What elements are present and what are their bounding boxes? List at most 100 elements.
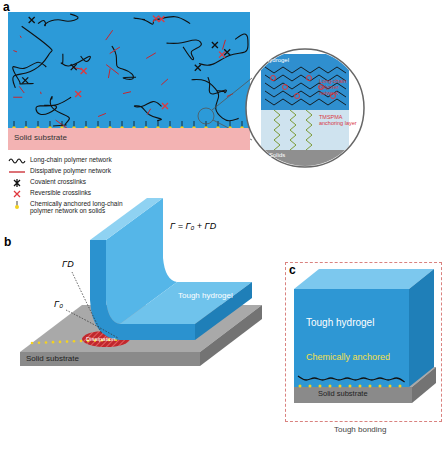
anchor-point xyxy=(359,385,362,388)
cube-side xyxy=(409,269,434,387)
inset-outline xyxy=(246,49,364,167)
crosslink xyxy=(162,103,168,109)
inset-circle-shape xyxy=(245,48,365,168)
crosslink xyxy=(29,17,35,23)
long-chain xyxy=(265,67,346,73)
dissipative-chain xyxy=(98,113,106,116)
substrate-band: Solid substrate xyxy=(8,128,250,150)
substrate-top xyxy=(294,367,436,387)
long-chain xyxy=(192,80,239,121)
anchor-point xyxy=(329,385,332,388)
anchor-point xyxy=(38,341,41,344)
legend-swatch xyxy=(8,201,26,209)
legend-swatch xyxy=(8,168,26,176)
legend-text: Covalent crosslinks xyxy=(30,178,126,185)
node-label: Chemically anchored xyxy=(306,353,390,363)
dissipative-chain xyxy=(106,30,113,40)
dissipative-chain xyxy=(222,40,225,50)
substrate-front xyxy=(20,352,200,366)
panel-letter: b xyxy=(4,236,11,249)
substrate-side xyxy=(412,367,436,403)
anchor-point xyxy=(80,340,83,343)
node-label: Solid substrate xyxy=(14,134,67,143)
long-chain xyxy=(208,77,227,94)
crosslink xyxy=(81,68,87,74)
anchor-point xyxy=(66,340,69,343)
dissipative-chain xyxy=(108,69,110,78)
long-chain xyxy=(134,102,161,121)
long-chain xyxy=(265,99,346,105)
long-chain xyxy=(167,40,202,60)
dashed-frame: Tough bondingTough hydrogelChemically an… xyxy=(285,262,442,422)
annotation: Dissipation xyxy=(86,336,115,343)
anchor-point xyxy=(45,341,48,344)
long-chain xyxy=(13,26,52,88)
crosslink xyxy=(71,64,77,70)
inset-detail xyxy=(261,54,349,166)
hydrogel-cube-shape xyxy=(294,269,434,387)
crosslink xyxy=(22,77,28,83)
crosslink xyxy=(75,91,81,97)
node-label: Tough hydrogel xyxy=(306,317,374,328)
dissipative-chain xyxy=(123,92,131,94)
anchor-point xyxy=(369,385,372,388)
panel-letter: c xyxy=(289,264,296,277)
anchor-point xyxy=(31,342,34,345)
node-label: Tough bonding xyxy=(334,426,387,435)
dissipative-chain xyxy=(110,47,120,53)
legend-text: Reversible crosslinks xyxy=(30,189,126,196)
dissipative-chain xyxy=(13,97,22,98)
anchoring-chain xyxy=(290,110,296,150)
flap-front xyxy=(90,240,120,340)
node-label: Solid substrate xyxy=(318,390,368,398)
anchor-point xyxy=(299,385,302,388)
substrate-front xyxy=(294,387,412,403)
crosslink xyxy=(307,76,312,81)
node-label: TMSPMA anchoring layer xyxy=(319,114,357,126)
legend-swatch xyxy=(8,179,26,187)
long-chain xyxy=(36,97,71,114)
annotation: Γ = Γ₀ + ΓD xyxy=(170,222,216,232)
gel-front xyxy=(120,324,195,340)
polymer-network xyxy=(12,14,248,130)
annotation: Solid substrate xyxy=(26,355,79,364)
crosslink xyxy=(212,42,218,48)
crosslink xyxy=(295,94,300,99)
crosslink xyxy=(283,85,288,90)
legend-swatch xyxy=(8,157,26,165)
dissipative-chain xyxy=(40,92,42,94)
long-chain xyxy=(50,96,69,126)
anchor-point xyxy=(73,340,76,343)
panel-letter: a xyxy=(3,1,10,14)
crosslink xyxy=(195,65,201,71)
cube-front xyxy=(294,289,409,387)
anchored-chain xyxy=(298,376,405,382)
dissipative-chain xyxy=(106,65,119,75)
annotation: Tough hydrogel xyxy=(178,292,233,301)
leader-line xyxy=(72,272,102,334)
legend-swatch xyxy=(8,190,26,198)
node-label: Long-chain polymer network xyxy=(319,78,359,96)
dissipative-chain xyxy=(19,86,24,93)
anchor-point xyxy=(379,385,382,388)
long-chain xyxy=(38,14,78,26)
anchor-point xyxy=(319,385,322,388)
node-label: Hydrogel xyxy=(265,57,289,64)
node-label: Solids xyxy=(269,152,285,159)
long-chain xyxy=(199,34,248,65)
anchoring-chain xyxy=(306,110,312,150)
crosslink xyxy=(224,49,230,55)
hydrogel-cube: Tough hydrogelChemically anchored xyxy=(294,269,434,387)
annotation: ΓD xyxy=(62,260,74,270)
anchor-point xyxy=(309,385,312,388)
dissipative-chain xyxy=(13,51,17,52)
dissipative-chain xyxy=(161,79,168,85)
zoom-region xyxy=(198,108,214,124)
anchor-point xyxy=(59,341,62,344)
energy-leader xyxy=(66,272,118,338)
crosslink xyxy=(153,16,159,22)
crosslink xyxy=(271,76,276,81)
annotation: Γ₀ xyxy=(54,300,63,310)
legend-text: Chemically anchored long-chain polymer n… xyxy=(30,200,126,214)
